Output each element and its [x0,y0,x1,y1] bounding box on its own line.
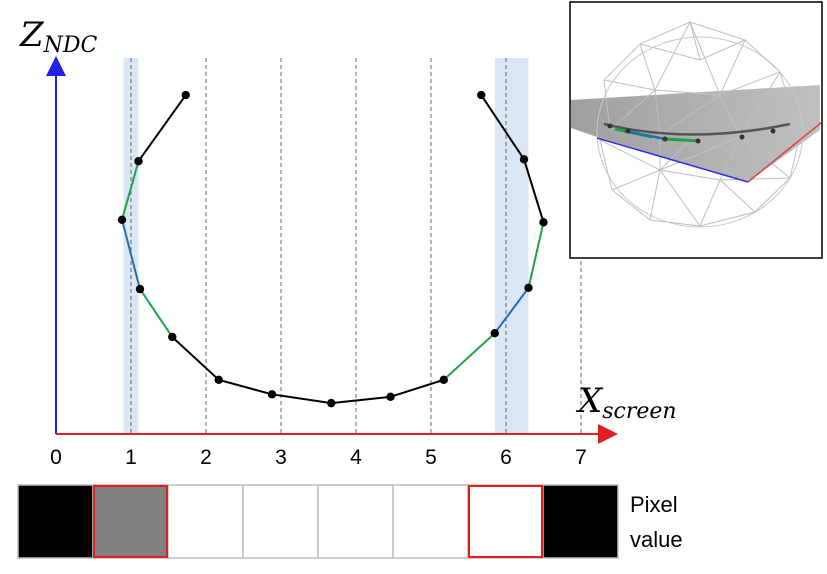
x-tick-labels: 0 1 2 3 4 5 6 7 [50,446,587,469]
curve-point [267,390,277,399]
curve-point [386,392,395,402]
curve-segment [443,332,496,381]
curve-point [134,157,143,166]
pixel-cell [242,484,319,559]
pixel-cell-highlight [468,485,543,558]
curve-point [477,90,486,100]
highlight-bands [123,58,529,434]
curve-segment [139,288,174,338]
curve-point [135,284,145,294]
pixel-strip [17,484,619,559]
pixel-cell [392,484,469,559]
pixel-cell [542,484,619,559]
x-tick-label: 1 [125,446,137,469]
pixel-label-line2: value [630,527,683,552]
pixel-label-line1: Pixel [630,492,678,517]
curve-segment [137,94,187,162]
x-tick-label: 2 [200,446,212,469]
highlight-band-1 [494,58,529,434]
pixel-cell [92,484,169,559]
curve-point [524,283,533,293]
curve-segment [390,378,445,398]
pixel-cell [467,484,544,559]
x-axis-label: Xscreen [575,381,677,424]
curve-segments [121,94,545,405]
pixel-cell [167,484,244,559]
curve-points [117,90,548,408]
curve-point [214,375,223,385]
curve-segment [480,94,525,160]
curve-segment [493,287,530,334]
curve-segment [271,393,332,405]
curve-segment [121,160,140,221]
curve-point [327,398,336,408]
curve-segment [527,222,545,289]
pixel-cell [17,484,94,559]
curve-segment [171,336,220,381]
curve-point [519,155,529,164]
curve-point [117,215,127,224]
curve-point [490,329,499,338]
z-axis-label: ZNDC [19,15,98,58]
icosphere-icon [571,20,821,228]
x-tick-label: 3 [275,446,287,469]
curve-point [539,218,548,227]
curve-segment [121,219,141,290]
pixel-cell-highlight [93,485,168,558]
curve-segment [331,395,391,405]
inset-panel [569,1,823,259]
curve-point [168,332,177,342]
curve-segment [523,159,545,223]
curve-point [181,90,190,100]
x-tick-label: 4 [350,446,362,469]
pixel-cell [317,484,394,559]
x-tick-label: 5 [425,446,437,469]
curve-point [439,375,448,385]
x-tick-label: 0 [50,446,62,469]
highlight-band-0 [123,58,139,434]
x-tick-label: 6 [500,446,512,469]
curve-segment [218,378,273,396]
x-tick-label: 7 [575,446,587,469]
